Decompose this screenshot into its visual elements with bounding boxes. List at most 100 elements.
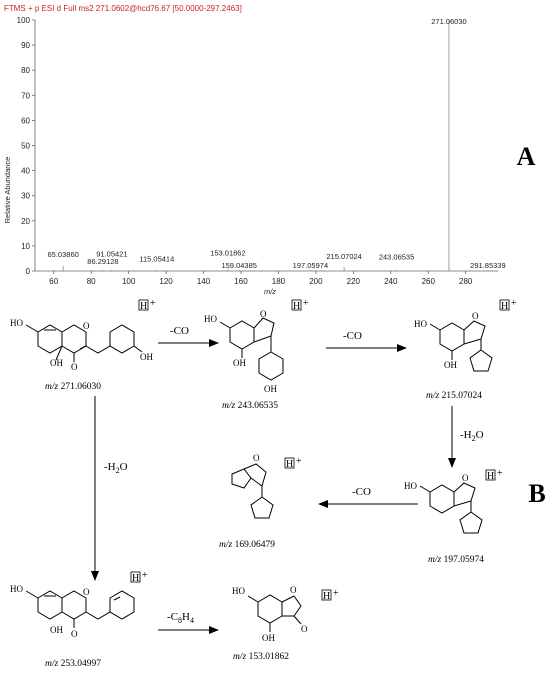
structure-153 xyxy=(247,594,302,632)
atom-oh-215: OH xyxy=(444,360,457,370)
peak-label: 215.07024 xyxy=(326,252,361,261)
atom-oh-271b: OH xyxy=(140,352,153,362)
peak-label: 153.01862 xyxy=(210,248,245,257)
peak-label: 159.04385 xyxy=(221,261,256,270)
loss-label-3: -H2O xyxy=(460,429,484,443)
peak-label: 291.85339 xyxy=(470,261,505,270)
ion-mark-253: H + xyxy=(130,570,148,584)
y-tick-label: 20 xyxy=(21,217,30,226)
x-tick-label: 200 xyxy=(309,277,323,286)
fragment-label-271: m/z 271.06030 xyxy=(45,382,101,392)
ion-mark-197: H + xyxy=(485,468,503,482)
svg-text:+: + xyxy=(296,456,302,467)
atom-ho-153: HO xyxy=(232,586,245,596)
atom-o-271: O xyxy=(83,321,90,331)
peak-label: 91.05421 xyxy=(96,249,127,258)
atom-o-253: O xyxy=(83,587,90,597)
svg-text:+: + xyxy=(150,298,156,309)
svg-text:H: H xyxy=(132,573,139,584)
svg-text:H: H xyxy=(501,301,508,312)
x-tick-label: 80 xyxy=(87,277,96,286)
structure-215 xyxy=(429,320,493,372)
x-tick-label: 260 xyxy=(422,277,436,286)
svg-text:H: H xyxy=(323,591,330,602)
y-axis-label: Relative Abundance xyxy=(3,157,12,224)
peak-label: 115.05414 xyxy=(139,255,174,264)
y-tick-label: 80 xyxy=(21,66,30,75)
x-tick-label: 140 xyxy=(197,277,211,286)
atom-o-197: O xyxy=(462,473,469,483)
atom-o-ring-153: O xyxy=(290,585,297,595)
y-tick-label: 10 xyxy=(21,242,30,251)
fragment-label-243: m/z 243.06535 xyxy=(222,401,278,411)
ion-mark-243: H + xyxy=(291,298,309,312)
ion-mark-153: H + xyxy=(321,588,339,602)
loss-label-5: -H2O xyxy=(104,461,128,475)
ion-mark-271: H + xyxy=(138,298,156,312)
loss-label-6: -C8H4 xyxy=(167,611,194,625)
panel-label-b: B xyxy=(528,479,545,508)
x-tick-label: 120 xyxy=(159,277,173,286)
atom-oh-253: OH xyxy=(50,625,63,635)
y-tick-label: 40 xyxy=(21,167,30,176)
atom-o-carbonyl-253: O xyxy=(71,629,78,639)
atom-oh-271a: OH xyxy=(50,358,63,368)
atom-ho-271: HO xyxy=(10,318,23,328)
y-tick-label: 70 xyxy=(21,91,30,100)
x-tick-label: 180 xyxy=(272,277,286,286)
chart-title: FTMS + p ESI d Full ms2 271.0602@hcd76.6… xyxy=(4,4,242,13)
peak-label: 197.05974 xyxy=(293,261,328,270)
atom-oh-243a: OH xyxy=(233,358,246,368)
structure-243 xyxy=(219,317,284,381)
atom-ho-197: HO xyxy=(404,481,417,491)
peak-label: 65.03860 xyxy=(48,250,79,259)
mass-spectrum-chart: FTMS + p ESI d Full ms2 271.0602@hcd76.6… xyxy=(3,4,536,296)
svg-text:H: H xyxy=(293,301,300,312)
fragment-label-253: m/z 253.04997 xyxy=(45,659,101,669)
x-axis-label: m/z xyxy=(264,287,276,296)
atom-o-169: O xyxy=(253,453,260,463)
svg-text:H: H xyxy=(140,301,147,312)
peak-label: 243.06535 xyxy=(379,253,414,262)
ion-mark-215: H + xyxy=(499,298,517,312)
atom-o-carbonyl-153: O xyxy=(301,624,308,634)
fragment-label-169: m/z 169.06479 xyxy=(219,540,275,550)
panel-label-a: A xyxy=(517,142,536,171)
x-tick-label: 240 xyxy=(384,277,398,286)
peak-label: 86.29128 xyxy=(87,257,118,266)
svg-text:H: H xyxy=(286,459,293,470)
svg-text:+: + xyxy=(303,298,309,309)
fragment-label-197: m/z 197.05974 xyxy=(428,555,484,565)
y-tick-label: 90 xyxy=(21,41,30,50)
x-tick-label: 60 xyxy=(49,277,58,286)
x-tick-label: 100 xyxy=(122,277,136,286)
fragment-label-153: m/z 153.01862 xyxy=(233,652,289,662)
loss-label-2: -CO xyxy=(343,330,362,342)
y-tick-label: 30 xyxy=(21,192,30,201)
svg-text:H: H xyxy=(487,471,494,482)
svg-text:+: + xyxy=(497,468,503,479)
svg-text:+: + xyxy=(333,588,339,599)
atom-ho-253: HO xyxy=(10,584,23,594)
y-tick-label: 50 xyxy=(21,142,30,151)
structure-169 xyxy=(231,463,274,519)
y-tick-label: 100 xyxy=(17,16,31,25)
x-tick-label: 160 xyxy=(234,277,248,286)
atom-o-243: O xyxy=(260,309,267,319)
atom-o-215: O xyxy=(472,311,479,321)
atom-o-carbonyl-271: O xyxy=(71,362,78,372)
loss-label-1: -CO xyxy=(170,325,189,337)
fragment-label-215: m/z 215.07024 xyxy=(426,391,482,401)
atom-ho-215: HO xyxy=(414,319,427,329)
svg-text:+: + xyxy=(511,298,517,309)
structure-197 xyxy=(419,482,483,534)
ion-mark-169: H + xyxy=(284,456,302,470)
svg-text:+: + xyxy=(142,570,148,581)
x-tick-label: 280 xyxy=(459,277,473,286)
loss-label-4: -CO xyxy=(352,486,371,498)
y-tick-label: 0 xyxy=(26,267,31,276)
y-tick-label: 60 xyxy=(21,116,30,125)
atom-ho-243: HO xyxy=(204,314,217,324)
structure-271 xyxy=(25,324,143,362)
